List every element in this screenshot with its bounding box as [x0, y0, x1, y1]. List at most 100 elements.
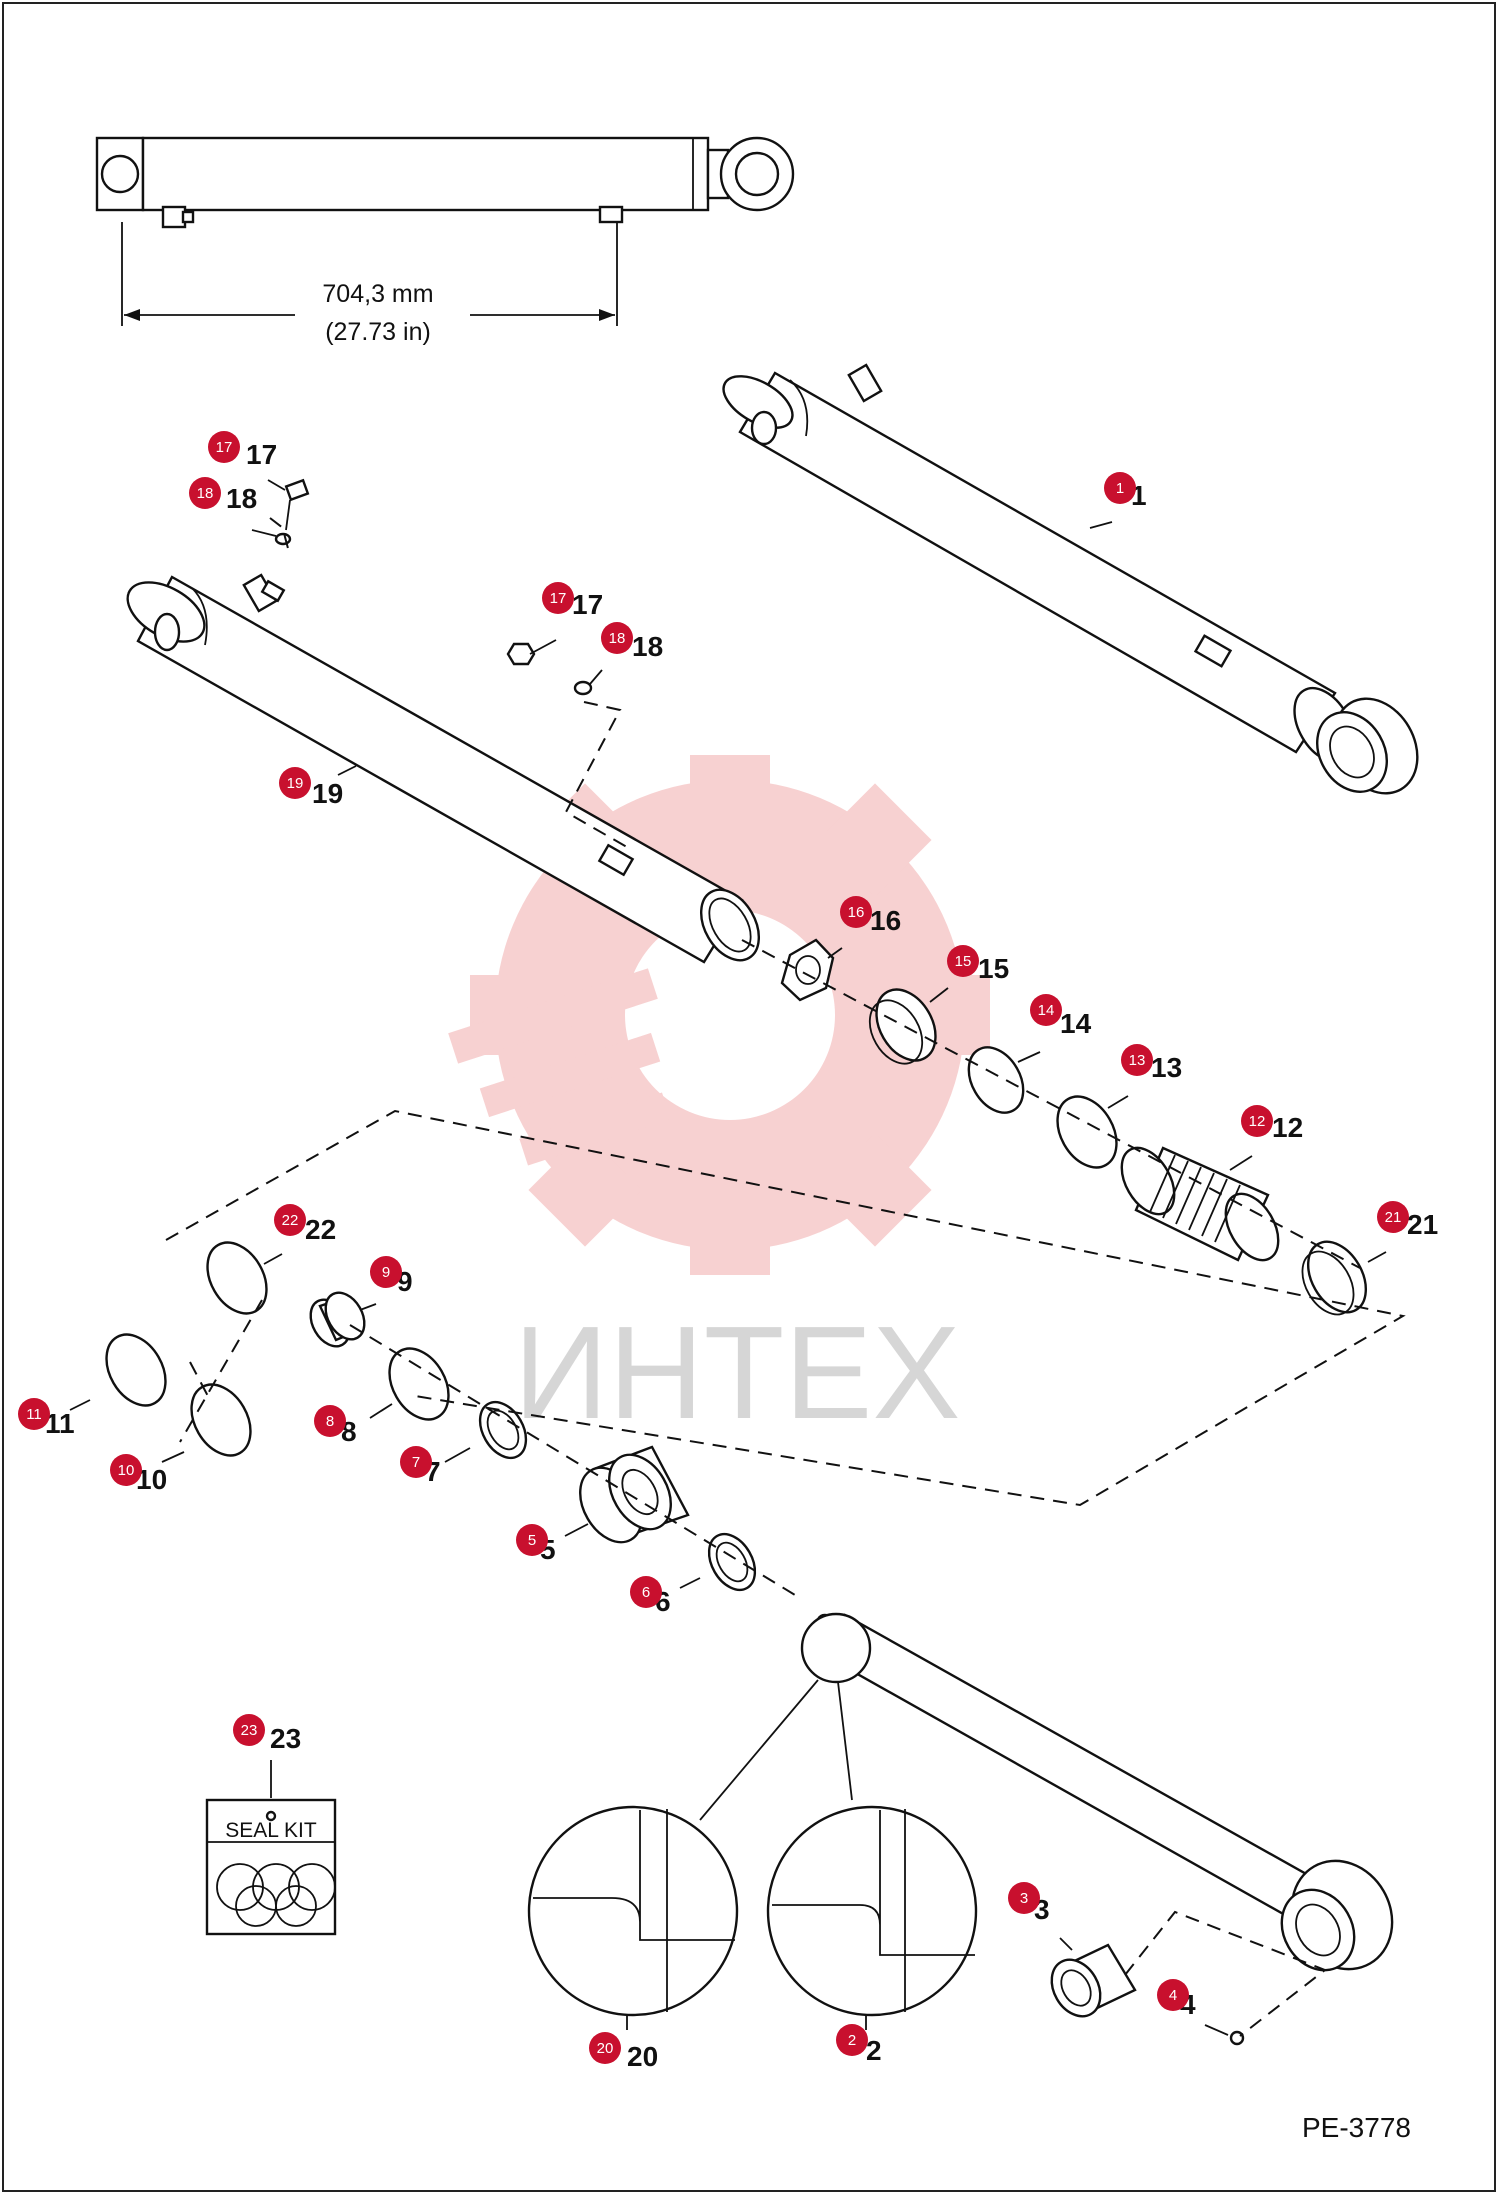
- watermark-text: ИНТЕХ: [514, 1299, 961, 1446]
- callout-badge-label: 20: [597, 2040, 614, 2057]
- callout-badge[interactable]: [1008, 1882, 1040, 1914]
- callout-badge[interactable]: [279, 767, 311, 799]
- callout-badge-label: 19: [287, 775, 304, 792]
- callout-leader: [369, 1403, 393, 1419]
- callout-badge[interactable]: [314, 1405, 346, 1437]
- callout-number: 18: [632, 631, 663, 662]
- callout-badge-label: 1: [1116, 480, 1124, 497]
- o-ring-10: [190, 1383, 252, 1457]
- callout-badge[interactable]: [18, 1398, 50, 1430]
- callout-leader: [1367, 1251, 1387, 1263]
- assembled-cylinder-side-view: [95, 136, 795, 229]
- callout-number: 18: [226, 483, 257, 514]
- callout-23: 23 23: [233, 1714, 301, 1770]
- piston-nut: [780, 938, 835, 1002]
- cylinder-barrel: [126, 573, 761, 964]
- callout-2: 22: [836, 2015, 882, 2066]
- callout-badge[interactable]: [1377, 1201, 1409, 1233]
- callout-badge[interactable]: [1030, 994, 1062, 1026]
- callout-3: 33: [1008, 1882, 1073, 1951]
- callout-badge[interactable]: [233, 1714, 265, 1746]
- callout-badge[interactable]: [840, 896, 872, 928]
- callout-badge[interactable]: [1241, 1105, 1273, 1137]
- callout-14: 14 14: [1017, 994, 1092, 1063]
- callout-badge-label: 8: [326, 1413, 334, 1430]
- callout-leader: [251, 529, 277, 537]
- callout-leader: [1017, 1051, 1041, 1063]
- callout-badge[interactable]: [542, 582, 574, 614]
- callout-badge-label: 22: [282, 1212, 299, 1229]
- callout-badge-label: 17: [550, 590, 567, 607]
- callout-badge-label: 2: [848, 2032, 856, 2049]
- callout-leader: [529, 639, 557, 655]
- grease-fitting-lower: [506, 642, 593, 696]
- callout-badge[interactable]: [1104, 472, 1136, 504]
- cylinder-assembly: [722, 363, 1419, 795]
- callout-number: 21: [1407, 1209, 1438, 1240]
- callout-leader: [337, 765, 357, 776]
- callout-badge[interactable]: [516, 1524, 548, 1556]
- o-ring-14: [967, 1046, 1025, 1114]
- callout-badge-label: 12: [1249, 1113, 1266, 1130]
- callout-badge-label: 5: [528, 1532, 536, 1549]
- callout-badge-label: 23: [241, 1722, 258, 1739]
- callout-badge[interactable]: [836, 2024, 868, 2056]
- callout-leader: [359, 1303, 377, 1311]
- callout-number: 15: [978, 953, 1009, 984]
- callout-badge[interactable]: [601, 622, 633, 654]
- callout-number: 17: [572, 589, 603, 620]
- callout-leader: [1229, 1155, 1253, 1171]
- callout-leader: [929, 987, 949, 1003]
- callout-badge[interactable]: [589, 2032, 621, 2064]
- dimension-imperial: (27.73 in): [325, 318, 431, 346]
- callout-badge[interactable]: [630, 1576, 662, 1608]
- callout-number: 16: [870, 905, 901, 936]
- callout-badge-label: 3: [1020, 1890, 1028, 1907]
- callout-badge-label: 16: [848, 904, 865, 921]
- callout-badge-label: 11: [26, 1406, 42, 1423]
- callout-badge[interactable]: [274, 1204, 306, 1236]
- callout-badge-label: 14: [1038, 1002, 1055, 1019]
- callout-badge-label: 18: [609, 630, 626, 647]
- callout-badge[interactable]: [400, 1446, 432, 1478]
- callouts-layer: 1117171818171718181919161615151414131312…: [18, 431, 1438, 2072]
- dimension-metric: 704,3 mm: [322, 280, 433, 308]
- callout-badge[interactable]: [1121, 1044, 1153, 1076]
- callout-badge[interactable]: [110, 1454, 142, 1486]
- callout-number: 17: [246, 439, 277, 470]
- callout-number: 19: [312, 778, 343, 809]
- detail-view-20: [527, 1679, 819, 2017]
- callout-badge[interactable]: [947, 945, 979, 977]
- callout-number: 23: [270, 1723, 301, 1754]
- callout-badge[interactable]: [1157, 1979, 1189, 2011]
- callout-badge[interactable]: [370, 1256, 402, 1288]
- callout-number: 14: [1060, 1008, 1092, 1039]
- piston-rod: [800, 1612, 1394, 1972]
- callout-badge-label: 6: [642, 1584, 650, 1601]
- callout-leader: [161, 1451, 185, 1463]
- callout-1: 11: [1089, 472, 1147, 529]
- wear-ring-21: [1301, 1240, 1368, 1316]
- callout-number: 12: [1272, 1112, 1303, 1143]
- callout-4: 44: [1157, 1979, 1229, 2036]
- seal-kit-package: [205, 1798, 337, 1936]
- callout-badge-label: 7: [412, 1454, 420, 1471]
- callout-badge[interactable]: [189, 477, 221, 509]
- callout-badge[interactable]: [208, 431, 240, 463]
- callout-leader: [589, 669, 603, 685]
- callout-leader: [1089, 521, 1113, 529]
- callout-12: 12 12: [1229, 1105, 1303, 1171]
- dimension-line: [121, 222, 618, 326]
- callout-leader: [564, 1523, 589, 1537]
